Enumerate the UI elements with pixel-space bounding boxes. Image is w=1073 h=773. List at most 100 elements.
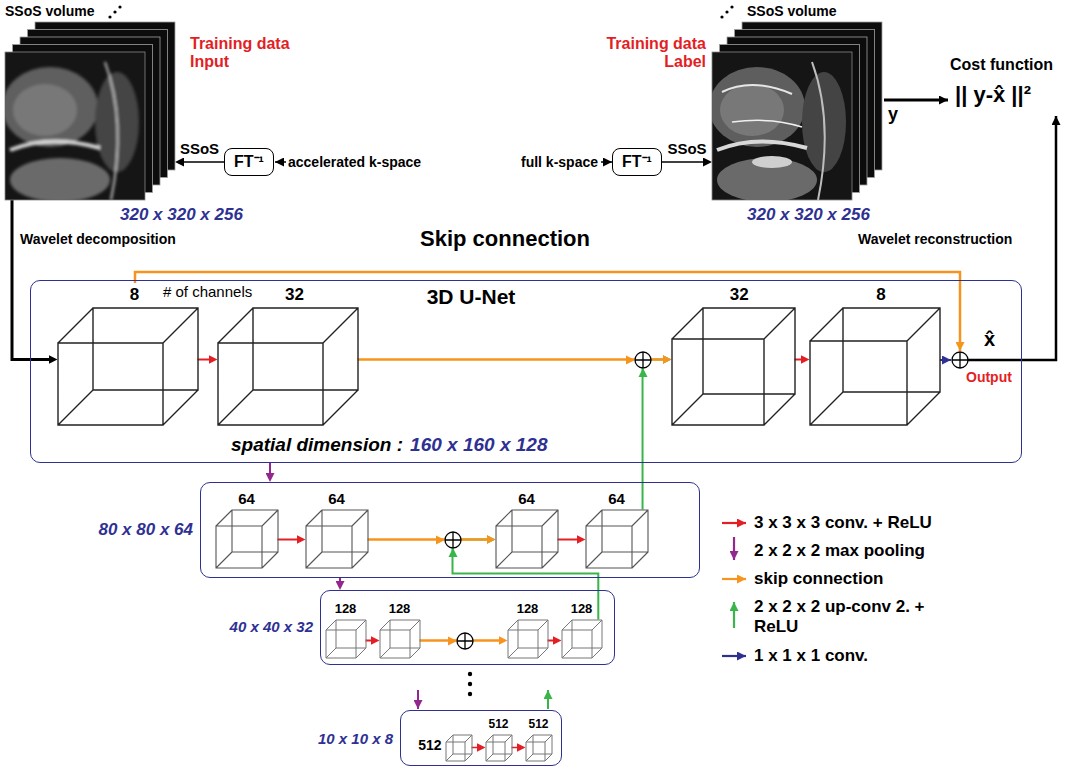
formula: || y-x̂ ||² [955, 82, 1031, 107]
fourier-box: FT⁻¹ [612, 148, 662, 176]
knee-image [712, 62, 846, 200]
conv-arrow [198, 359, 214, 361]
operator: FT⁻¹ [622, 153, 652, 171]
dot [118, 5, 121, 8]
channel-count: 64 [328, 490, 345, 507]
skip-arrow [358, 358, 668, 361]
feature-cube: 128 [562, 620, 602, 658]
step-note: Wavelet reconstruction [858, 231, 1012, 247]
tissue [752, 156, 792, 168]
feature-cube: 64 [306, 510, 368, 568]
sum-plus [952, 352, 968, 368]
feature-cube: 512 [486, 735, 512, 761]
cube-outline [562, 620, 602, 658]
feature-cube: 8 [58, 308, 198, 425]
channel-count: 8 [876, 285, 885, 305]
operator: FT⁻¹ [234, 153, 264, 171]
sum-plus [445, 532, 461, 548]
image-stack: SSoS volumeTraining data Input320 x 320 … [5, 22, 175, 200]
legend-arrow [722, 578, 746, 580]
data-arrow [180, 161, 225, 163]
legend-arrow [733, 537, 735, 560]
bone [10, 158, 110, 200]
feature-cube: 128 [326, 620, 366, 658]
channel-count: 32 [730, 285, 749, 305]
stack-title: SSoS volume [747, 3, 836, 19]
conv-arrow [512, 747, 522, 749]
sum-plus [457, 633, 473, 649]
channel-count: 128 [335, 602, 357, 617]
cube-edges [486, 735, 512, 761]
level-box: 6464646480 x 80 x 64 [200, 482, 700, 578]
legend-text: 2 x 2 x 2 up-conv 2. + ReLU [754, 597, 969, 636]
skin [105, 62, 118, 200]
bone [5, 67, 98, 147]
level-size: 80 x 80 x 64 [98, 520, 193, 540]
feature-cube: 32 [672, 308, 795, 425]
axis-note: # of channels [163, 283, 252, 300]
dimension-value: 160 x 160 x 128 [410, 434, 547, 456]
cube-outline [218, 308, 358, 425]
upconv-arrow [643, 360, 667, 510]
edge-label: SSoS [667, 140, 706, 157]
bone [13, 84, 77, 136]
dot [468, 672, 472, 676]
feature-cube: 64 [216, 510, 278, 568]
sum-circle [952, 352, 968, 368]
sum-circle [635, 352, 651, 368]
level-box: 12812812812840 x 40 x 32 [320, 590, 615, 665]
volume-size: 320 x 320 x 256 [747, 205, 870, 225]
cube-edges [218, 308, 358, 425]
dot [468, 692, 472, 696]
channel-count: 64 [518, 490, 535, 507]
data-role: Training data Label [588, 35, 706, 72]
cube-edges [326, 620, 366, 658]
cube-edges [672, 308, 795, 425]
conv-arrow [548, 640, 558, 642]
cube-outline [216, 510, 278, 568]
cube-outline [446, 735, 472, 761]
bone [712, 67, 805, 147]
fourier-box: FT⁻¹ [224, 148, 274, 176]
channel-count: 64 [238, 490, 255, 507]
channel-count: 32 [285, 285, 304, 305]
arrow-head [626, 356, 635, 365]
output-note: Output [966, 369, 1012, 385]
dot [725, 10, 728, 13]
legend-arrow [733, 602, 735, 628]
skip-title: Skip connection [420, 226, 590, 251]
legend-text: skip connection [754, 569, 969, 589]
level-size: 40 x 40 x 32 [230, 618, 313, 635]
input-arrow [601, 161, 612, 163]
cube-outline [486, 735, 512, 761]
conv-arrow [278, 539, 302, 541]
feature-cube: 8 [810, 308, 940, 425]
sum-node [448, 633, 473, 649]
signal-name: y [888, 104, 898, 125]
input-note: accelerated k-space [288, 154, 421, 170]
step-note: Wavelet decomposition [20, 231, 176, 247]
arrow-head [449, 548, 458, 557]
cube-outline [326, 620, 366, 658]
cube-outline [380, 620, 420, 658]
cartilage [722, 85, 792, 94]
upconv-arrow [547, 690, 549, 709]
mri-stack [5, 22, 175, 200]
cube-edges [216, 510, 278, 568]
cube-edges [508, 620, 548, 658]
channel-count: 128 [517, 602, 539, 617]
volume-size: 320 x 320 x 256 [120, 205, 243, 225]
feature-cube: 64 [496, 510, 558, 568]
sum-node [436, 532, 461, 557]
conv-arrow [472, 747, 482, 749]
stack-dots [108, 5, 733, 18]
legend-text: 2 x 2 x 2 max pooling [754, 541, 969, 561]
dimension-note: spatial dimension : [231, 434, 403, 456]
cube-outline [810, 308, 940, 425]
legend-samples [722, 523, 746, 656]
skip-arrow [368, 538, 492, 541]
channel-count: 512 [418, 737, 441, 753]
cube-outline [58, 308, 198, 425]
legend-arrow [722, 522, 746, 524]
sum-circle [445, 532, 461, 548]
